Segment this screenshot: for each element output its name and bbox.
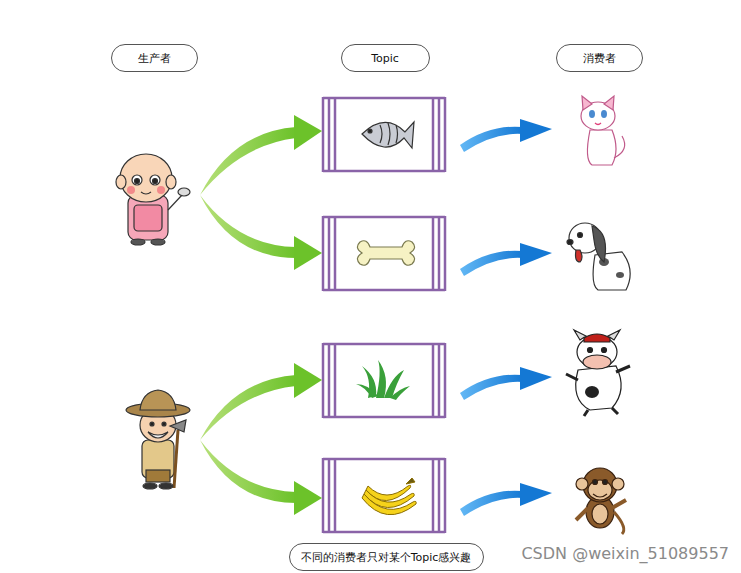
node-text: 生产者 [138, 51, 171, 66]
node-text: 消费者 [583, 51, 616, 66]
producer-figure [126, 390, 190, 489]
note-box: 不同的消费者只对某个Topic感兴趣 [289, 543, 484, 571]
header-box: Topic [341, 44, 430, 72]
topic-box [323, 343, 445, 418]
producer-figure [116, 154, 190, 245]
header-box: 消费者 [556, 44, 643, 72]
fish-icon [362, 122, 414, 148]
node-text: Topic [371, 52, 399, 65]
grass-icon [356, 360, 410, 400]
topic-box [323, 458, 445, 533]
header-box: 生产者 [111, 44, 198, 72]
cow-figure [566, 330, 630, 416]
consume-arrow [460, 119, 552, 516]
topic-box [323, 216, 445, 291]
bone-icon [357, 241, 414, 265]
dog-figure [567, 223, 630, 290]
banana-icon [362, 478, 416, 515]
node-text: 不同的消费者只对某个Topic感兴趣 [301, 550, 472, 565]
watermark: CSDN @weixin_51089557 [521, 544, 729, 563]
topic-box [323, 97, 445, 172]
produce-arrow [200, 115, 322, 515]
cat-figure [581, 96, 625, 165]
monkey-figure [576, 468, 626, 534]
